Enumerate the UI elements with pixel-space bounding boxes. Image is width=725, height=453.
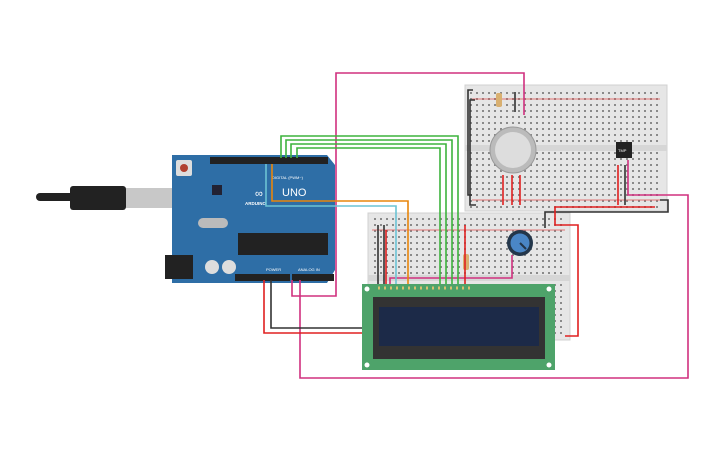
wires[interactable]	[263, 72, 689, 379]
svg-text:TMP: TMP	[618, 148, 627, 153]
arduino-uno-board[interactable]: ∞ UNO ARDUINO DIGITAL (PWM~) POWER ANALO…	[165, 155, 335, 283]
model-label: UNO	[282, 187, 307, 199]
lcd-display[interactable]	[362, 284, 555, 370]
usb-cable[interactable]	[36, 186, 172, 210]
temperature-sensor[interactable]: TMP	[616, 142, 632, 158]
lcd-screen	[379, 307, 539, 346]
digital-label: DIGITAL (PWM~)	[272, 175, 304, 180]
gas-sensor[interactable]	[489, 126, 537, 174]
potentiometer[interactable]	[507, 230, 533, 256]
resistor[interactable]	[496, 93, 502, 107]
power-label: POWER	[266, 267, 281, 272]
resistor[interactable]	[463, 254, 469, 270]
arduino-logo: ∞	[255, 188, 263, 200]
analog-label: ANALOG IN	[298, 267, 320, 272]
brand-label: ARDUINO	[245, 201, 266, 206]
